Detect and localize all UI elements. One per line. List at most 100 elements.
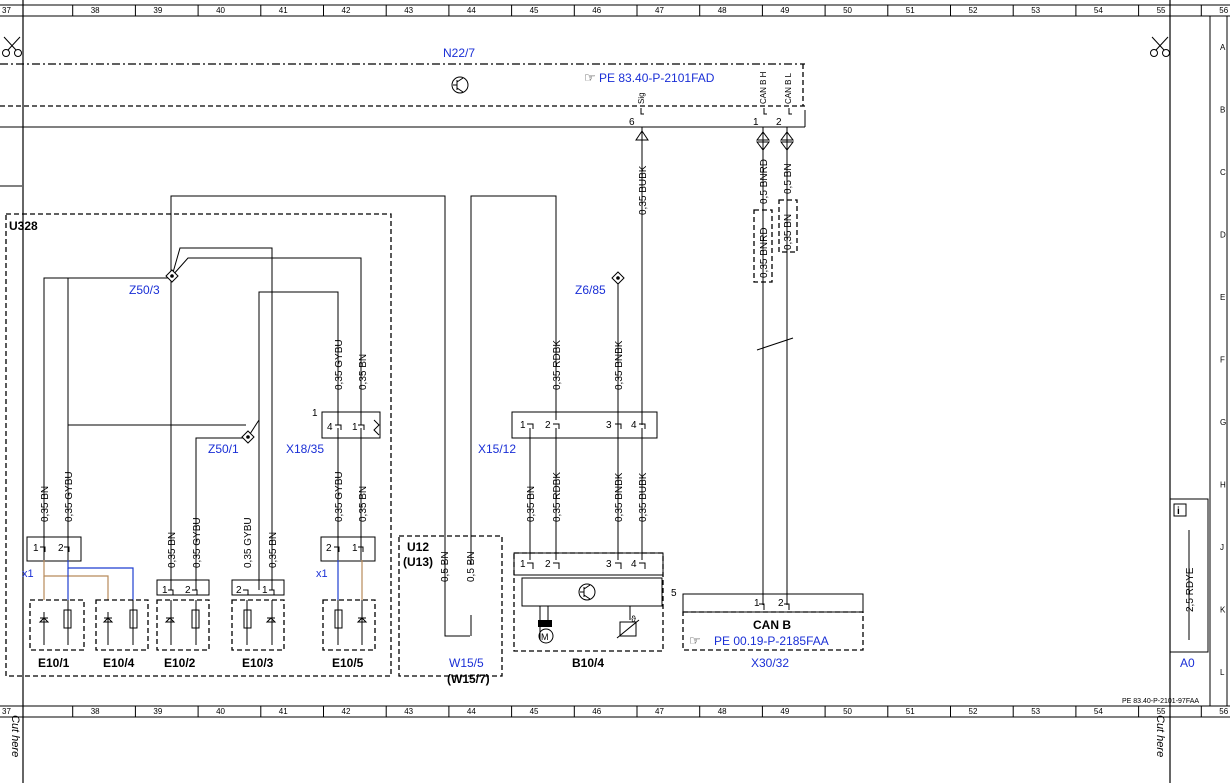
column-number: 54 [1094, 707, 1103, 716]
column-number: 41 [279, 6, 288, 15]
cut-here-label: Cut here [9, 715, 21, 757]
pin-label: 1 [754, 598, 760, 609]
wire-label: 0,35 BNBK [614, 472, 625, 522]
row-letter: H [1220, 481, 1226, 490]
pin-label: 3 [606, 559, 612, 570]
x1-label: x1 [22, 568, 34, 580]
column-number: 37 [2, 707, 11, 716]
wire-label: 0,35 BN [526, 486, 537, 522]
control-unit-n22-7: N22/7 ☞ PE 83.40-P-2101FAD Sig CAN B H C… [0, 46, 805, 128]
wire-label: 0,35 GYBU [192, 517, 203, 568]
sensor-b10-4: 1 2 3 4 M ϑ B10/4 [513, 552, 664, 670]
pin-2: 2 [776, 117, 782, 128]
pin-label: 1 [352, 422, 358, 433]
x30-32-label: X30/32 [751, 656, 789, 670]
legend-a0: i 2,5 RDYE A0 [1169, 498, 1209, 670]
column-number: 47 [655, 6, 664, 15]
wire-label: 0,35 BN [358, 486, 369, 522]
heater-element-e10-1: E10/1 [29, 599, 85, 670]
legend-wire-label: 2,5 RDYE [1185, 567, 1196, 612]
wire-label: 0,5 BNRD [759, 159, 770, 204]
row-letter: J [1220, 543, 1224, 552]
e10-4-label: E10/4 [103, 656, 135, 670]
w15-7-label: (W15/7) [447, 672, 490, 686]
wire-sig: 0,35 BUBK [635, 127, 649, 425]
wire-label: 0,35 BN [268, 532, 279, 568]
cut-here-label: Cut here [1154, 715, 1166, 757]
column-number: 48 [718, 6, 727, 15]
x15-12-label: X15/12 [478, 442, 516, 456]
heater-element-e10-5: 2 1 x1 E10/5 [316, 536, 376, 670]
connector-x15-12: 1 2 3 4 X15/12 [478, 411, 658, 456]
column-number: 42 [342, 6, 351, 15]
column-number: 50 [843, 707, 852, 716]
column-number: 50 [843, 6, 852, 15]
connector-x30-32: 5 1 2 CAN B ☞ PE 00.19-P-2185FAA X30/32 [671, 588, 864, 670]
w15-5-label: W15/5 [449, 656, 484, 670]
connector-x18-35: 1 4 1 X18/35 [286, 408, 381, 456]
column-number: 49 [780, 6, 789, 15]
column-number: 43 [404, 6, 413, 15]
column-number: 37 [2, 6, 11, 15]
row-letter: K [1220, 606, 1226, 615]
wire-label: 0,35 GYBU [64, 471, 75, 522]
pin-canbh-label: CAN B H [759, 71, 768, 104]
heater-element-e10-4: E10/4 [95, 599, 149, 670]
e10-3-label: E10/3 [242, 656, 274, 670]
pin-label: 2 [545, 559, 551, 570]
column-number: 39 [153, 707, 162, 716]
wire-label: 0,35 RDBK [552, 472, 563, 522]
row-letter: C [1220, 168, 1226, 177]
info-icon: i [1177, 506, 1180, 517]
scissors-icon [2, 36, 22, 57]
wire-label: 0,35 BNBK [614, 340, 625, 390]
pin-canbl-label: CAN B L [784, 72, 793, 104]
wire-label: 0,35 BN [783, 214, 794, 250]
column-number: 45 [530, 6, 539, 15]
pin-label: 1 [162, 585, 168, 596]
column-number: 42 [342, 707, 351, 716]
column-number: 56 [1219, 6, 1228, 15]
z50-3-label: Z50/3 [129, 283, 160, 297]
motor-symbol: M [541, 632, 549, 642]
can-b-label: CAN B [753, 618, 791, 632]
connector-e10-1: 1 2 x1 [22, 536, 82, 580]
u12-label: U12 [407, 540, 429, 554]
column-number: 54 [1094, 6, 1103, 15]
column-number: 46 [592, 6, 601, 15]
module-u328 [5, 213, 392, 677]
heater-element-e10-3: 2 1 E10/3 [231, 579, 285, 670]
n22-7-label: N22/7 [443, 46, 475, 60]
pin-label: 4 [631, 559, 637, 570]
z6-85-label: Z6/85 [575, 283, 606, 297]
row-letter: D [1220, 231, 1226, 240]
x18-35-label: X18/35 [286, 442, 324, 456]
pointing-hand-icon: ☞ [689, 633, 701, 648]
column-number: 46 [592, 707, 601, 716]
pin-label: 4 [327, 422, 333, 433]
e10-2-label: E10/2 [164, 656, 196, 670]
column-number: 53 [1031, 707, 1040, 716]
u13-label: (U13) [403, 555, 433, 569]
column-number: 56 [1219, 707, 1228, 716]
column-number: 40 [216, 707, 225, 716]
pin-label: 1 [352, 543, 358, 554]
column-number: 38 [91, 6, 100, 15]
column-number: 44 [467, 707, 476, 716]
wire-can-b: 0,5 BNRD 0,5 BN 0,35 BNRD 0,35 BN [753, 127, 798, 605]
pin-label: 1 [520, 559, 526, 570]
temperature-symbol: ϑ [631, 614, 636, 624]
a0-label: A0 [1180, 656, 1195, 670]
column-number: 39 [153, 6, 162, 15]
pin-label: 2 [185, 585, 191, 596]
column-number: 38 [91, 707, 100, 716]
column-number: 47 [655, 707, 664, 716]
row-letter: F [1220, 356, 1225, 365]
row-letter: B [1220, 106, 1225, 115]
wire-tan [43, 560, 109, 600]
x30-pin-5-label: 5 [671, 588, 677, 599]
e10-1-label: E10/1 [38, 656, 70, 670]
